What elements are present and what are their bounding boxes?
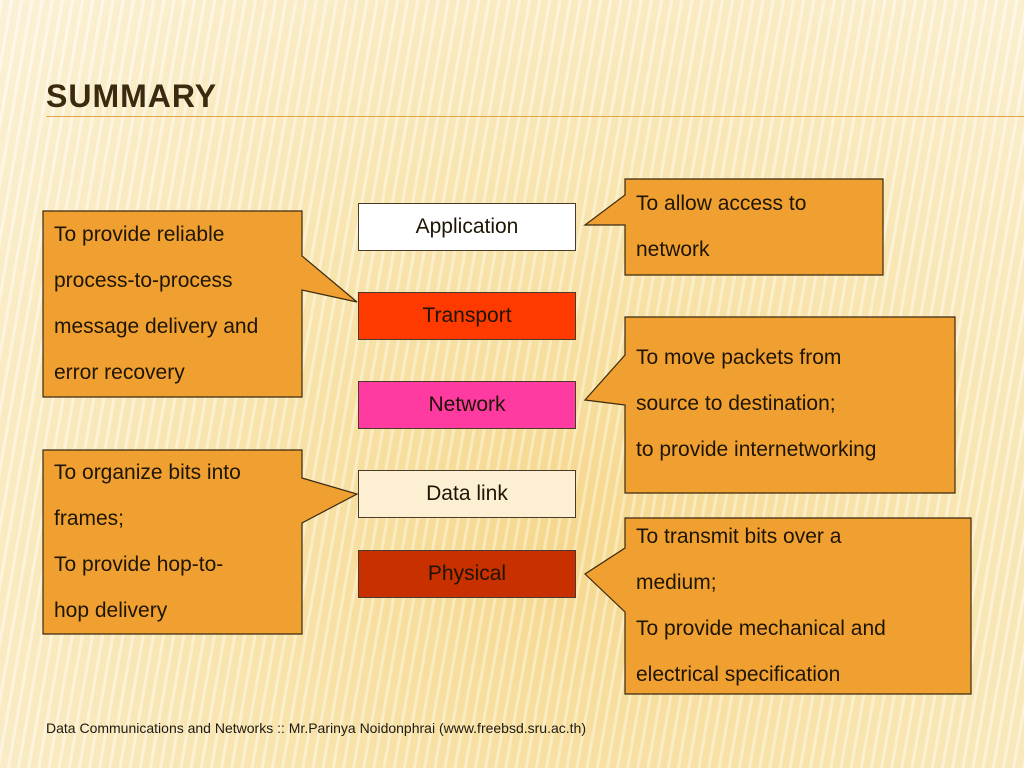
callout-application-text: To allow access to network (636, 192, 807, 261)
layer-transport: Transport (358, 292, 576, 340)
layer-application: Application (358, 203, 576, 251)
callout-transport-shape (42, 210, 358, 398)
layer-network-label: Network (428, 393, 506, 416)
callout-physical-text: To transmit bits over a medium; To provi… (636, 525, 886, 686)
callout-datalink-shape (42, 449, 359, 635)
callout-application-shape (583, 178, 884, 276)
layer-physical-label: Physical (427, 562, 507, 585)
callout-physical-shape (584, 517, 972, 695)
layer-network: Network (358, 381, 576, 429)
layer-transport-label: Transport (422, 304, 512, 327)
layer-datalink-label: Data link (426, 482, 508, 505)
layer-application-label: Application (415, 215, 519, 238)
callout-datalink-text: To organize bits into frames; To provide… (54, 461, 241, 622)
callout-network-shape (583, 316, 956, 494)
title-divider (46, 116, 1024, 117)
slide-title: SUMMARY (46, 78, 218, 114)
callout-network-text: To move packets from source to destinati… (636, 346, 877, 461)
callout-transport-text: To provide reliable process-to-process m… (54, 223, 259, 384)
slide-footer: Data Communications and Networks :: Mr.P… (46, 720, 586, 736)
layer-physical: Physical (358, 550, 576, 598)
layer-datalink: Data link (358, 470, 576, 518)
